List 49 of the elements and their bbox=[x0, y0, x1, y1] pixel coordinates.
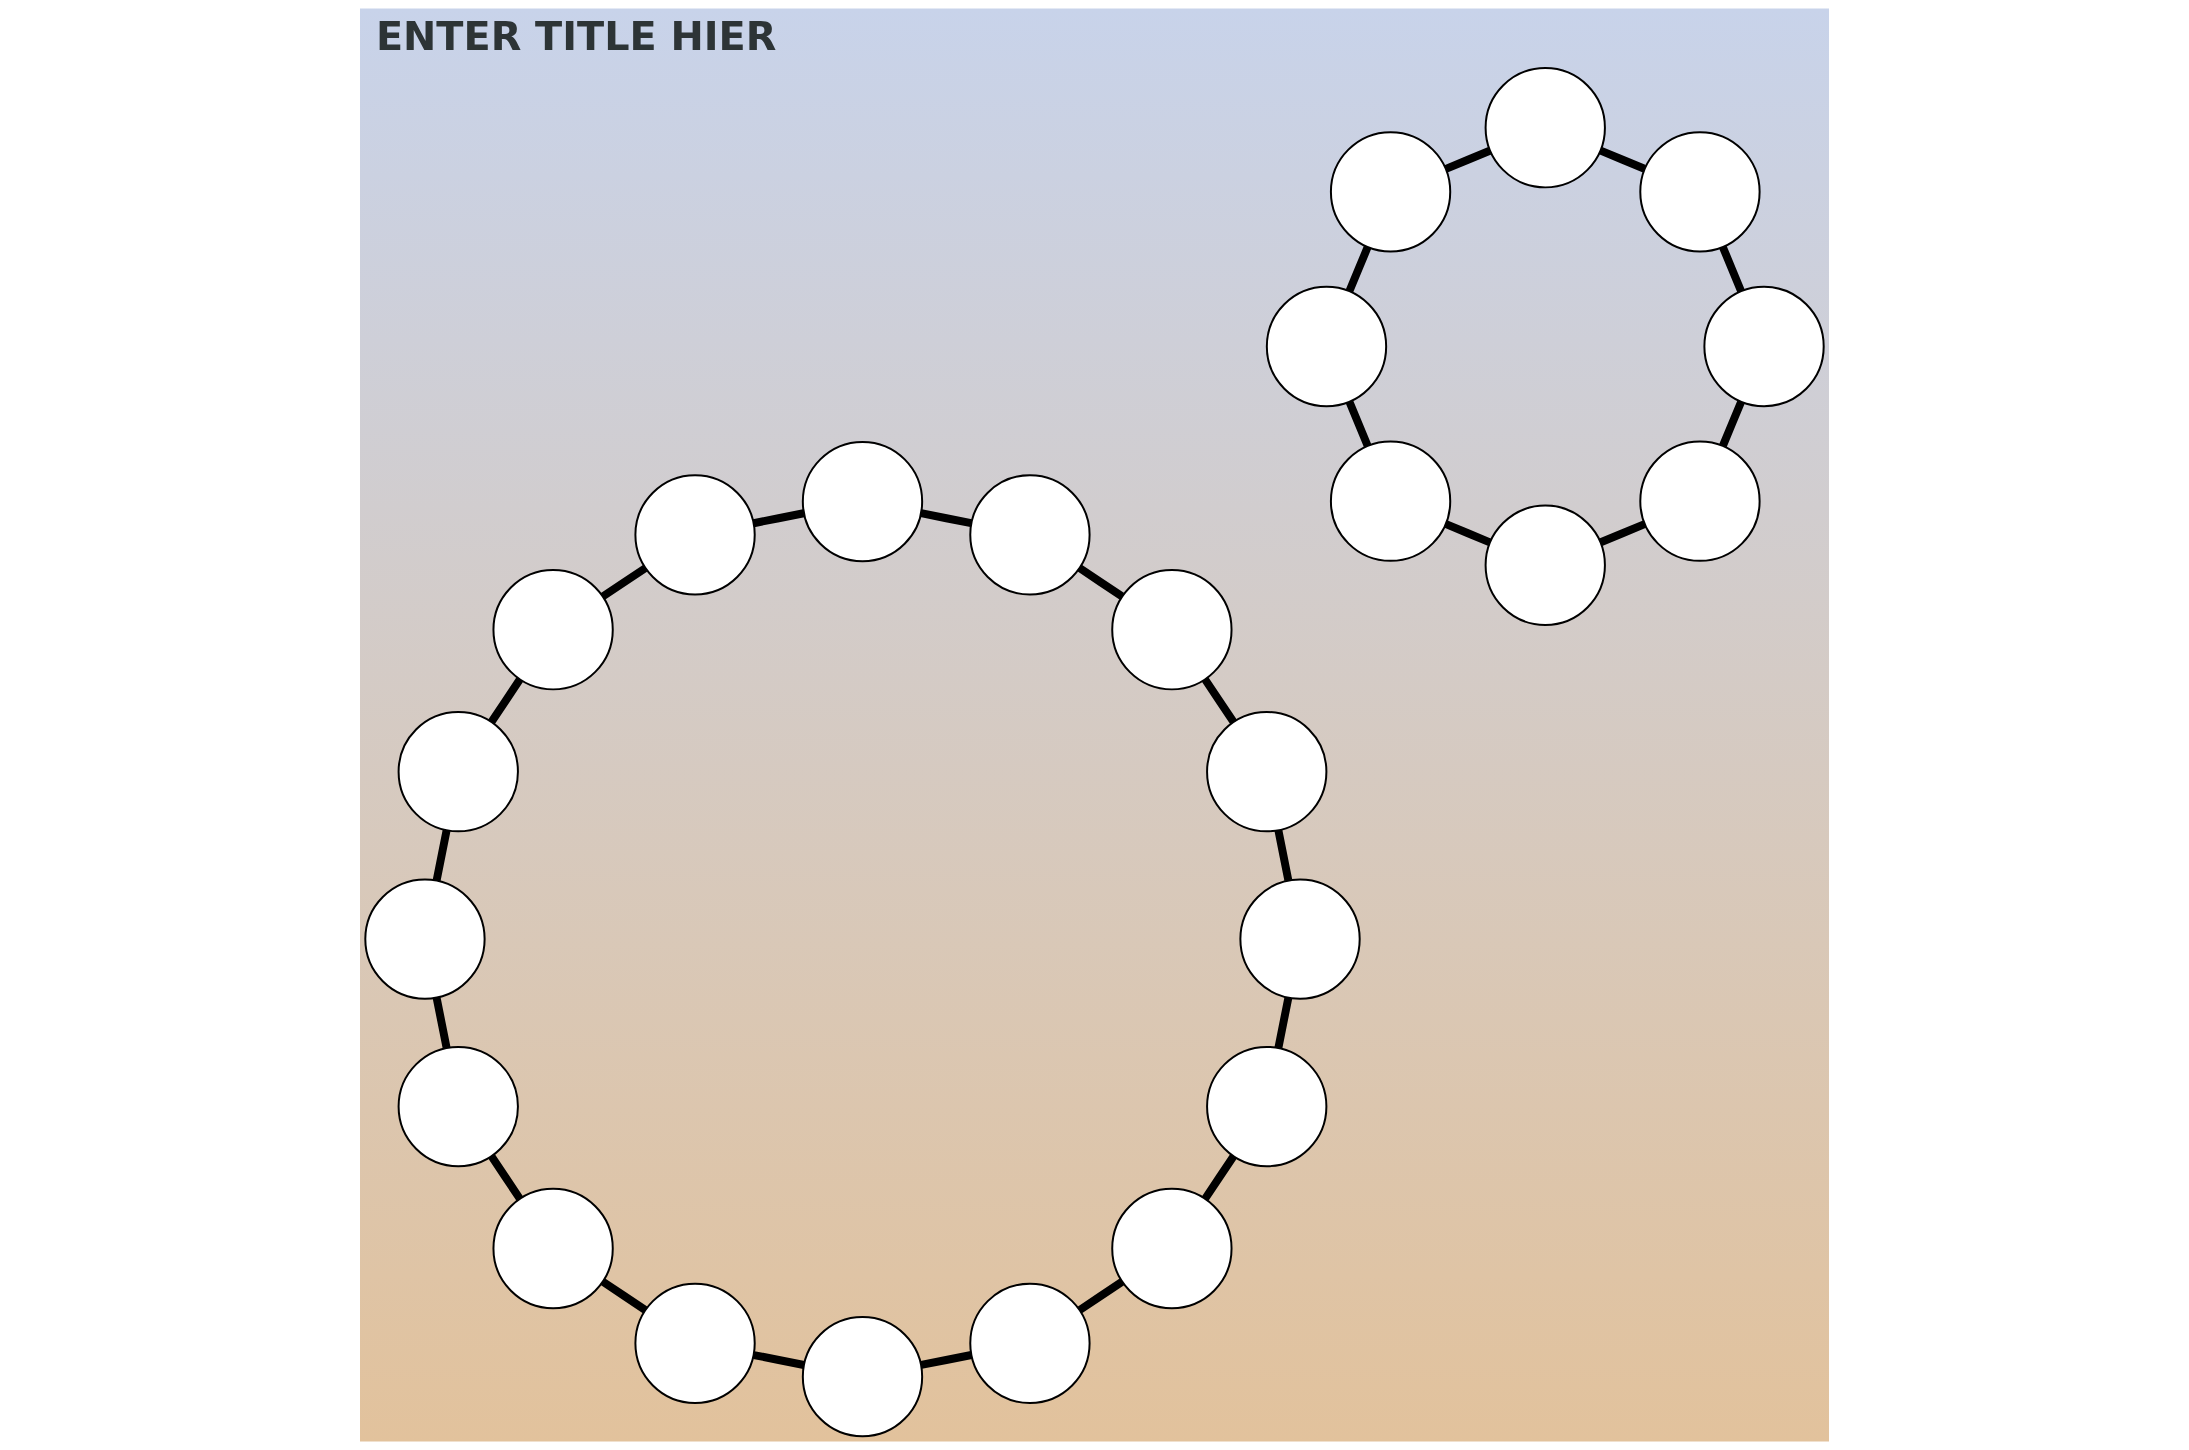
connector bbox=[753, 1351, 805, 1369]
node-circle bbox=[1265, 285, 1388, 408]
connector bbox=[1077, 564, 1125, 600]
diagram-title: ENTER TITLE HIER bbox=[375, 12, 777, 59]
connector bbox=[1719, 245, 1745, 293]
connector bbox=[600, 564, 648, 600]
connector bbox=[432, 997, 451, 1049]
node-circle bbox=[1111, 1187, 1233, 1310]
node-circle bbox=[1484, 67, 1606, 189]
node-circle bbox=[1206, 1045, 1328, 1168]
node-circle bbox=[1329, 131, 1452, 253]
node-circle bbox=[969, 1282, 1091, 1404]
node-circle bbox=[1239, 878, 1361, 1000]
node-circle bbox=[397, 1045, 519, 1168]
connector bbox=[488, 677, 524, 725]
node-circle bbox=[1639, 440, 1761, 562]
node-circle bbox=[634, 1282, 756, 1404]
connector bbox=[488, 1154, 524, 1202]
connector bbox=[600, 1278, 648, 1314]
connector bbox=[1201, 1153, 1237, 1201]
connector bbox=[1274, 996, 1293, 1049]
connector bbox=[1077, 1278, 1125, 1314]
connector bbox=[920, 1351, 973, 1369]
node-circle bbox=[1329, 440, 1452, 562]
connector bbox=[1444, 520, 1492, 546]
node-circle bbox=[492, 569, 614, 691]
connector bbox=[920, 509, 972, 528]
node-circle bbox=[969, 474, 1091, 596]
node-circle bbox=[801, 440, 924, 563]
node-circle bbox=[1111, 569, 1233, 691]
connector bbox=[752, 509, 805, 528]
node-circle bbox=[1703, 285, 1825, 408]
node-circle bbox=[801, 1316, 924, 1438]
connector bbox=[1599, 520, 1647, 546]
node-circle bbox=[397, 711, 519, 833]
connector bbox=[1599, 147, 1646, 173]
node-circle bbox=[634, 474, 756, 596]
node-circle bbox=[364, 878, 486, 1000]
node-circle bbox=[1639, 131, 1761, 253]
connector bbox=[432, 829, 451, 882]
node-circle bbox=[492, 1187, 614, 1310]
connector bbox=[1274, 829, 1293, 882]
node-circle bbox=[1206, 711, 1328, 833]
connector bbox=[1444, 147, 1492, 173]
connector bbox=[1719, 400, 1745, 448]
connector bbox=[1345, 400, 1372, 448]
connector bbox=[1201, 677, 1237, 724]
node-circle bbox=[1484, 504, 1606, 626]
connector bbox=[1345, 245, 1372, 293]
